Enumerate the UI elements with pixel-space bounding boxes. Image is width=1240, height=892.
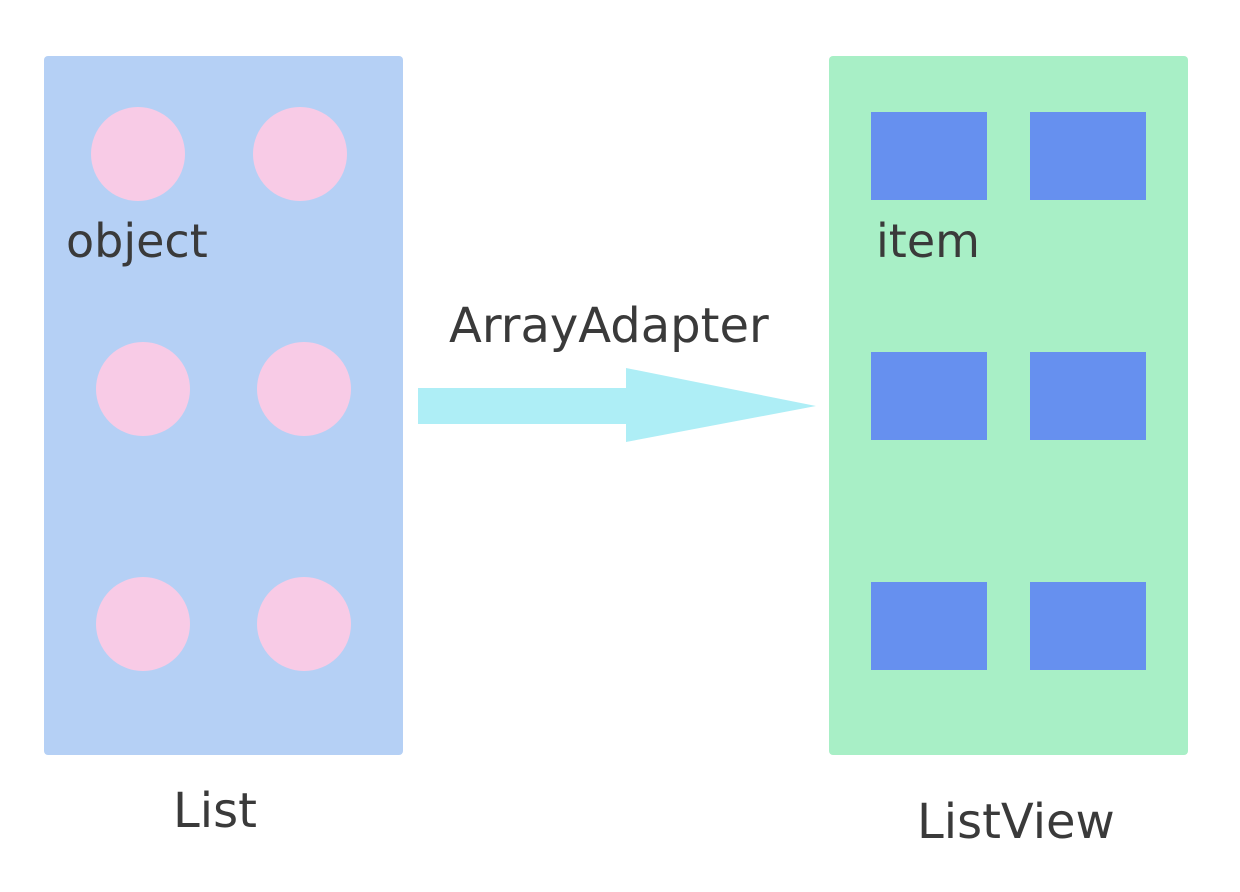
arrow-shape <box>418 368 816 442</box>
object-circle <box>96 342 190 436</box>
listview-caption: ListView <box>917 794 1115 850</box>
object-circle <box>96 577 190 671</box>
item-rectangle <box>1030 582 1146 670</box>
object-circle <box>257 342 351 436</box>
array-adapter-label: ArrayAdapter <box>449 298 769 354</box>
object-label: object <box>66 214 208 268</box>
item-rectangle <box>871 352 987 440</box>
item-rectangle <box>1030 112 1146 200</box>
list-caption: List <box>173 783 257 839</box>
item-rectangle <box>1030 352 1146 440</box>
item-rectangle <box>871 112 987 200</box>
right-arrow-icon <box>418 368 816 442</box>
object-circle <box>91 107 185 201</box>
item-rectangle <box>871 582 987 670</box>
object-circle <box>257 577 351 671</box>
item-label: item <box>876 214 980 268</box>
object-circle <box>253 107 347 201</box>
